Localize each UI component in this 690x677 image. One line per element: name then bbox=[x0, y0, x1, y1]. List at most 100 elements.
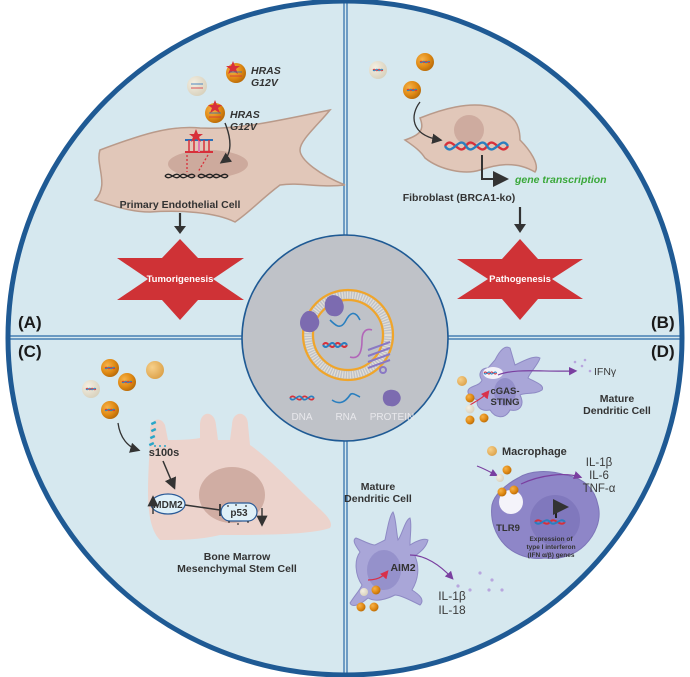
tumorigenesis-star-icon bbox=[117, 239, 244, 320]
expression-line3: (IFN α/β) genes bbox=[528, 552, 575, 559]
exosome-vesicle-icon bbox=[465, 393, 475, 403]
exosome-vesicle-icon bbox=[187, 76, 207, 96]
endothelial-cell-label: Primary Endothelial Cell bbox=[120, 199, 241, 211]
uptake-arrow-icon bbox=[476, 465, 498, 476]
legend-dna-label: DNA bbox=[291, 412, 312, 423]
dc-bottom-nucleus bbox=[367, 550, 401, 590]
inhibition-line-icon bbox=[184, 504, 221, 511]
panel-d: (D) IFNγ cGAS- STING Mature Dendritic Ce… bbox=[344, 342, 674, 617]
s100-to-mdm2-arrow-icon bbox=[162, 460, 177, 490]
center-disc bbox=[241, 234, 449, 442]
exosome-vesicle-icon bbox=[118, 373, 136, 391]
exosome-vesicle-icon bbox=[509, 485, 519, 495]
pathogenesis-label: Pathogenesis bbox=[489, 274, 551, 285]
macrophage-cytokine-1: IL-1β bbox=[586, 457, 613, 469]
tlr9-label: TLR9 bbox=[496, 523, 520, 534]
ifng-label: IFNγ bbox=[594, 366, 617, 378]
tumorigenesis-label: Tumorigenesis bbox=[147, 274, 214, 285]
empty-vesicle-icon bbox=[146, 361, 164, 379]
uptake-arrow-icon bbox=[117, 422, 141, 453]
s100-protein-icon bbox=[148, 420, 166, 447]
ifng-secretion-arrow-icon bbox=[497, 366, 578, 376]
panel-a: HRAS G12V HRAS G12V Primary Endothelial … bbox=[18, 61, 346, 332]
uptake-arrow-icon bbox=[413, 101, 443, 144]
cytokine-dots-icon bbox=[573, 358, 592, 373]
g12v-label-2: G12V bbox=[230, 121, 258, 133]
exosome-vesicle-icon bbox=[369, 61, 387, 79]
exosome-vesicle-icon bbox=[502, 465, 512, 475]
uptake-arrow-icon bbox=[219, 122, 233, 164]
dc-bottom-label-line1: Mature bbox=[361, 481, 396, 493]
p53-badge bbox=[220, 502, 258, 522]
cytokine-secretion-arrow-icon bbox=[409, 554, 454, 580]
panel-d-label: (D) bbox=[651, 342, 675, 361]
center-exosome: DNA RNA PROTEIN bbox=[241, 234, 449, 442]
dna-helix-icon bbox=[534, 519, 566, 525]
transcription-arrow-icon bbox=[481, 155, 509, 187]
exosome-vesicle-icon bbox=[360, 588, 368, 596]
gene-transcription-label: gene transcription bbox=[514, 174, 607, 186]
legend-protein-label: PROTEIN bbox=[370, 412, 414, 423]
panel-b: gene transcription Fibroblast (BRCA1-ko)… bbox=[369, 53, 675, 332]
exosome-vesicle-icon bbox=[101, 401, 119, 419]
p53-dots-icon bbox=[227, 504, 249, 525]
dc-bottom-label-line2: Dendritic Cell bbox=[344, 493, 412, 505]
dc-top-label-line1: Mature bbox=[600, 393, 635, 405]
msc-label-line2: Mesenchymal Stem Cell bbox=[177, 563, 297, 575]
mdm2-label: MDM2 bbox=[153, 500, 183, 511]
dc-top-nucleus bbox=[494, 378, 516, 406]
cgas-label-line1: cGAS- bbox=[490, 386, 519, 397]
legend-protein-icon bbox=[382, 389, 401, 407]
s100s-label: s100s bbox=[149, 447, 180, 459]
macrophage-endosome bbox=[499, 490, 523, 514]
rna-strand-icon bbox=[329, 312, 361, 327]
exosome-vesicle-icon bbox=[496, 474, 504, 482]
exosome-vesicle-icon bbox=[403, 81, 421, 99]
outer-ring bbox=[5, 0, 685, 677]
exosome-vesicle-icon bbox=[497, 487, 507, 497]
expression-line1: Expression of bbox=[530, 536, 574, 543]
pathogenesis-star-icon bbox=[457, 239, 583, 320]
panel-c-label: (C) bbox=[18, 342, 42, 361]
msc-label-line1: Bone Marrow bbox=[204, 551, 271, 563]
g12v-label-1: G12V bbox=[251, 77, 279, 89]
exosome-membrane-inner bbox=[311, 298, 385, 372]
aim2-cytokine-2: IL-18 bbox=[438, 603, 466, 617]
exosome-vesicle-icon bbox=[82, 380, 100, 398]
transcription-arrow-icon bbox=[553, 499, 569, 518]
legend-dna-icon bbox=[289, 395, 315, 401]
dna-uptake-arrow-icon bbox=[367, 570, 389, 581]
exosome-vesicle-icon bbox=[465, 404, 475, 414]
arrow-head-a bbox=[174, 226, 186, 234]
macrophage-label: Macrophage bbox=[502, 446, 567, 458]
legend-rna-icon bbox=[331, 392, 361, 404]
dna-uptake-arrow-icon bbox=[469, 390, 490, 406]
cgas-label-line2: STING bbox=[490, 397, 519, 408]
dna-helix-icon bbox=[443, 141, 510, 151]
exosome-membrane-band bbox=[304, 291, 392, 379]
exosome-membrane-outer bbox=[301, 288, 395, 382]
mutant-dna-ladder-icon bbox=[185, 129, 213, 173]
membrane-receptor-icon bbox=[367, 341, 391, 374]
exosome-vesicle-icon bbox=[371, 585, 381, 595]
hras-vesicle-2 bbox=[205, 100, 225, 123]
expression-line2: type I interferon bbox=[526, 544, 575, 551]
macrophage-cytokine-2: IL-6 bbox=[589, 470, 609, 482]
legend-rna-label: RNA bbox=[335, 412, 356, 423]
exosome-vesicle-icon bbox=[369, 602, 379, 612]
exosome-vesicle-icon bbox=[101, 359, 119, 377]
macrophage-cytokine-3: TNF-α bbox=[583, 483, 616, 495]
hras-label-2: HRAS bbox=[230, 109, 260, 121]
exosome-vesicle-icon bbox=[465, 415, 475, 425]
endothelial-nucleus bbox=[168, 150, 248, 178]
cytokine-secretion-arrow-icon bbox=[520, 471, 583, 485]
panel-a-label: (A) bbox=[18, 313, 42, 332]
hras-label-1: HRAS bbox=[251, 65, 281, 77]
aim2-label: AIM2 bbox=[390, 562, 415, 574]
macrophage-legend-dot bbox=[487, 446, 497, 456]
dna-helix-icon bbox=[322, 342, 348, 348]
exosome-vesicle-icon bbox=[356, 602, 366, 612]
exosome-vesicle-icon bbox=[416, 53, 434, 71]
aim2-cytokine-1: IL-1β bbox=[438, 589, 466, 603]
